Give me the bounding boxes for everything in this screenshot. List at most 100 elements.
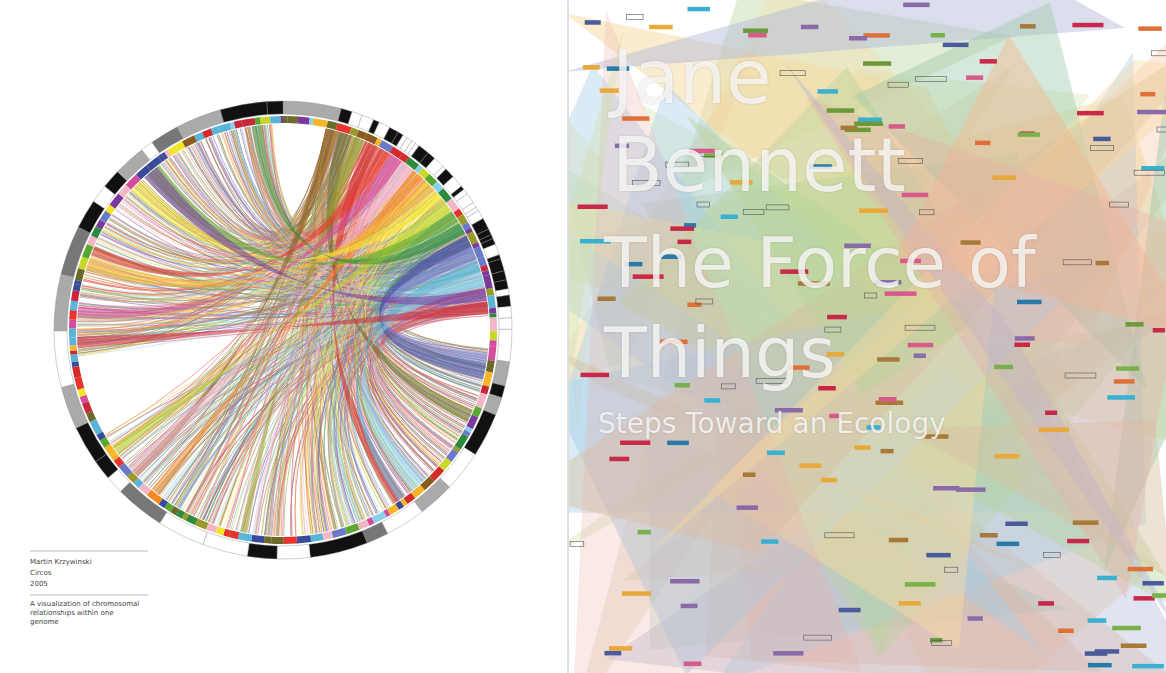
data-bar <box>1134 596 1155 601</box>
data-bar <box>839 608 861 613</box>
data-bar-outline <box>932 640 952 645</box>
data-bar <box>1107 395 1135 400</box>
band-segment <box>90 419 103 435</box>
data-bar <box>670 579 700 584</box>
data-bar-outline <box>1151 51 1166 56</box>
data-bar <box>903 3 929 8</box>
data-bar <box>877 357 900 362</box>
data-bar <box>622 116 649 121</box>
data-bar <box>968 616 983 621</box>
band-segment <box>281 116 284 123</box>
data-bar <box>743 473 756 478</box>
circos-plot <box>0 0 568 673</box>
data-bar <box>1140 92 1155 97</box>
band-segment <box>72 361 80 367</box>
ideogram-segment <box>277 544 311 559</box>
data-bar <box>767 451 785 456</box>
band-segment <box>486 288 494 296</box>
watermark-title: Steps Toward an Ecology <box>598 410 946 438</box>
band-segment <box>287 116 298 124</box>
watermark-title: Things <box>604 318 836 388</box>
data-bar-outline <box>945 567 958 572</box>
data-bar <box>1014 343 1030 348</box>
data-bar <box>585 20 601 25</box>
data-bar <box>704 398 720 403</box>
caption-rule <box>30 595 148 596</box>
data-bar <box>1018 132 1040 137</box>
data-bar <box>800 463 822 468</box>
data-bar <box>818 89 838 94</box>
chord-link <box>194 143 370 516</box>
watermark-title: Bennett <box>612 128 906 202</box>
data-bar <box>1095 649 1119 654</box>
data-bar <box>1132 664 1164 669</box>
data-bar <box>1138 26 1162 31</box>
data-bar <box>638 530 651 535</box>
band-segment <box>271 537 283 544</box>
band-segment <box>297 535 312 543</box>
data-bar-outline <box>1065 373 1096 378</box>
chord-link <box>277 306 488 536</box>
data-bar <box>1153 328 1165 333</box>
data-bar <box>858 118 882 123</box>
ideogram-segment <box>499 318 512 330</box>
data-bar <box>956 487 985 492</box>
band-segment <box>490 317 497 331</box>
data-bar-outline <box>919 210 934 215</box>
data-bar-outline <box>1043 552 1060 557</box>
data-bar-outline <box>696 299 713 304</box>
caption-text: A visualization of chromosomal relations… <box>30 600 142 627</box>
band-segment <box>264 536 272 544</box>
ideogram-segment <box>498 306 512 318</box>
band-segment <box>486 360 495 373</box>
chord-ribbon <box>77 302 488 348</box>
band-segment <box>283 537 297 544</box>
watermark-title: Jane <box>612 40 772 114</box>
data-bar <box>849 36 867 41</box>
data-bar <box>1112 626 1141 631</box>
band-segment <box>313 118 329 127</box>
data-bar <box>827 108 855 113</box>
data-bar <box>773 651 803 656</box>
data-bar <box>902 193 929 198</box>
data-bar <box>975 141 990 146</box>
data-bar <box>609 646 632 651</box>
band-segment <box>255 117 261 125</box>
band-segment <box>490 331 497 341</box>
band-segment <box>270 116 281 123</box>
data-bar <box>1020 24 1036 29</box>
data-bar <box>1005 522 1027 527</box>
caption-text: 2005 <box>30 580 48 589</box>
data-bar-outline <box>804 635 832 640</box>
data-bar <box>863 61 891 66</box>
data-bar-outline <box>780 71 805 76</box>
band-segment <box>241 118 255 127</box>
band-segment <box>229 530 240 539</box>
data-bar <box>1045 411 1057 416</box>
data-bar <box>761 539 778 544</box>
data-bar <box>980 533 998 538</box>
data-bar <box>1097 576 1117 581</box>
band-segment <box>251 535 264 543</box>
ideogram-segment <box>118 150 150 181</box>
band-segment <box>70 301 78 311</box>
data-bar <box>667 441 689 446</box>
data-bar-outline <box>905 325 935 330</box>
data-bar <box>687 303 701 308</box>
data-bar <box>620 441 650 446</box>
band-segment <box>238 532 252 541</box>
data-bar <box>1058 629 1074 634</box>
data-bar-outline <box>825 533 854 538</box>
band-segment <box>489 308 496 314</box>
data-bar <box>994 365 1013 370</box>
caption-text: Circos <box>30 569 51 578</box>
band-segment <box>489 313 496 318</box>
data-bar <box>914 354 926 359</box>
band-segment <box>70 350 77 355</box>
data-bar <box>859 208 888 213</box>
data-bar <box>864 33 890 38</box>
data-bar <box>1072 23 1103 28</box>
data-bar <box>1143 581 1164 586</box>
data-bar <box>908 343 934 348</box>
data-bar <box>737 505 759 510</box>
